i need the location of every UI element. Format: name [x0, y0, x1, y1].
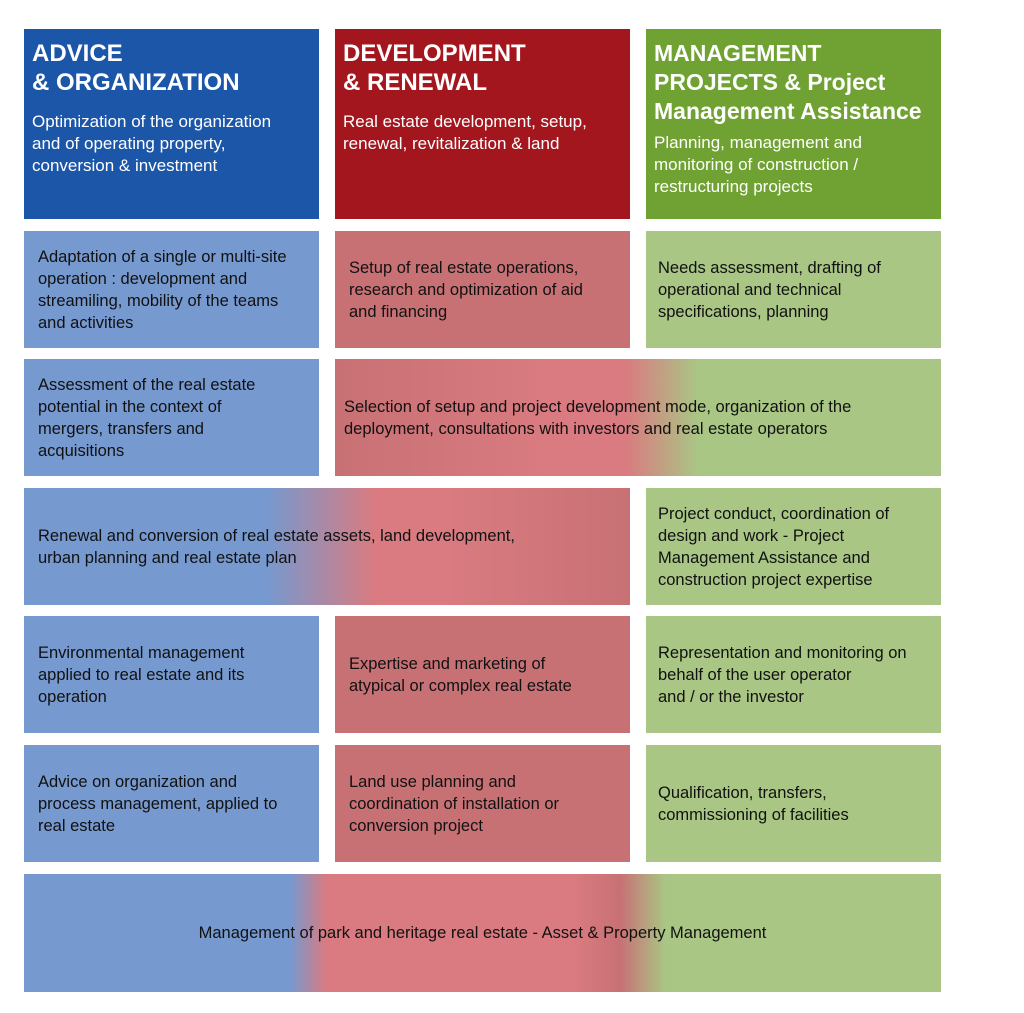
- header-title: ADVICE & ORGANIZATION: [32, 40, 240, 96]
- cell-land-use-planning: Land use planning and coordination of in…: [335, 745, 630, 862]
- header-subtitle: Real estate development, setup, renewal,…: [343, 112, 587, 153]
- cell-renewal-conversion: Renewal and conversion of real estate as…: [24, 488, 630, 605]
- cell-park-heritage-management: Management of park and heritage real est…: [24, 874, 941, 992]
- header-subtitle: Optimization of the organization and of …: [32, 112, 272, 175]
- header-subtitle: Planning, management and monitoring of c…: [654, 133, 862, 196]
- cell-representation-monitoring: Representation and monitoring on behalf …: [646, 616, 941, 733]
- cell-selection-setup-mode: Selection of setup and project developme…: [335, 359, 941, 476]
- header-title: DEVELOPMENT & RENEWAL: [343, 40, 526, 96]
- cell-needs-assessment: Needs assessment, drafting of operationa…: [646, 231, 941, 348]
- cell-adaptation-operation: Adaptation of a single or multi-site ope…: [24, 231, 319, 348]
- header-development-renewal: DEVELOPMENT & RENEWAL Real estate develo…: [335, 29, 630, 219]
- cell-expertise-marketing: Expertise and marketing of atypical or c…: [335, 616, 630, 733]
- cell-advice-process: Advice on organization and process manag…: [24, 745, 319, 862]
- header-management-projects: MANAGEMENT PROJECTS & Project Management…: [646, 29, 941, 219]
- cell-environmental-management: Environmental management applied to real…: [24, 616, 319, 733]
- header-advice-organization: ADVICE & ORGANIZATION Optimization of th…: [24, 29, 319, 219]
- cell-setup-operations: Setup of real estate operations, researc…: [335, 231, 630, 348]
- header-title: MANAGEMENT PROJECTS & Project Management…: [654, 40, 922, 124]
- cell-assessment-potential: Assessment of the real estate potential …: [24, 359, 319, 476]
- cell-project-conduct: Project conduct, coordination of design …: [646, 488, 941, 605]
- cell-qualification-transfers: Qualification, transfers, commissioning …: [646, 745, 941, 862]
